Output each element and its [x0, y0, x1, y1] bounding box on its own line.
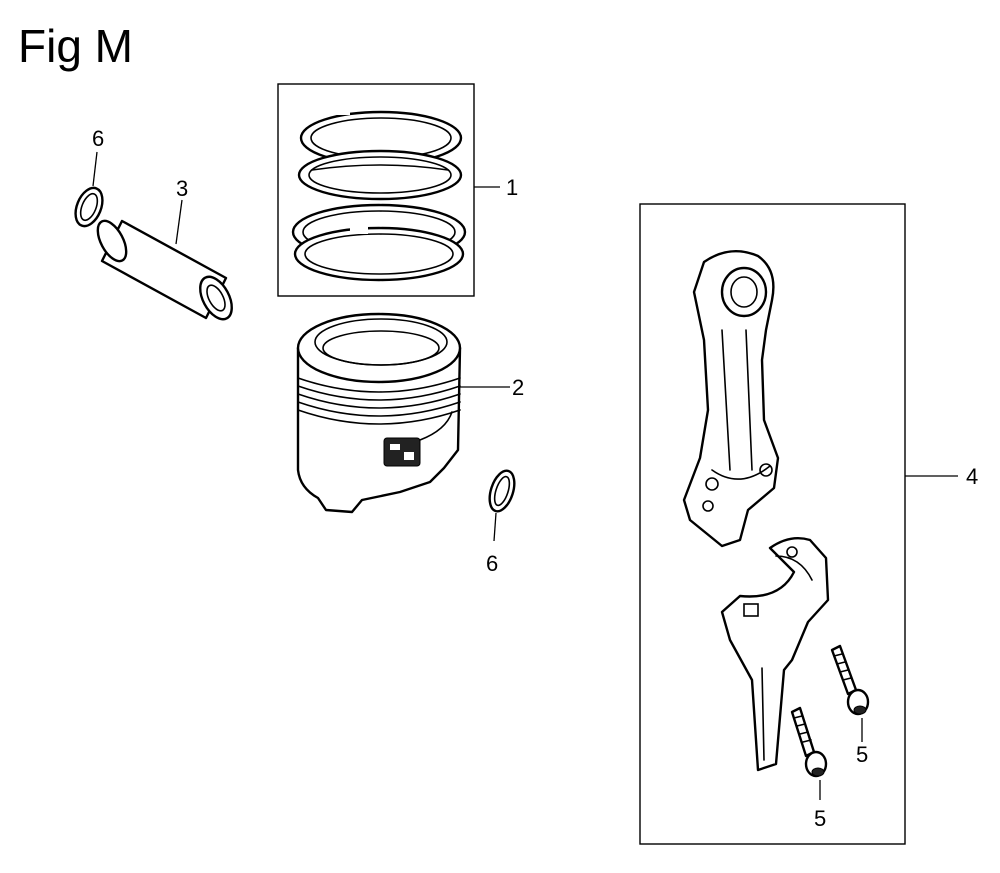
pin-clip-upper: [74, 151, 104, 228]
connecting-rod-set: [639, 203, 958, 845]
piston: [296, 312, 510, 514]
rod-bolt-lower: [790, 706, 828, 800]
pin-clip-lower: [488, 469, 516, 542]
callout-piston: 2: [512, 375, 524, 400]
callout-rod-bolt-lower: 5: [814, 806, 826, 831]
callout-connecting-rod-set: 4: [966, 464, 978, 489]
connecting-rod-frame: [639, 203, 906, 845]
piston-pin: [96, 199, 233, 321]
piston-ring-set: [277, 83, 500, 297]
callout-piston-rings: 1: [506, 175, 518, 200]
figure-title: Fig M: [18, 20, 133, 72]
callout-pin-clip-lower: 6: [486, 551, 498, 576]
callout-rod-bolt-upper: 5: [856, 742, 868, 767]
callout-piston-pin: 3: [176, 176, 188, 201]
callout-pin-clip-upper: 6: [92, 126, 104, 151]
rod-bolt-upper: [830, 644, 870, 742]
ring-set-frame: [277, 83, 475, 297]
